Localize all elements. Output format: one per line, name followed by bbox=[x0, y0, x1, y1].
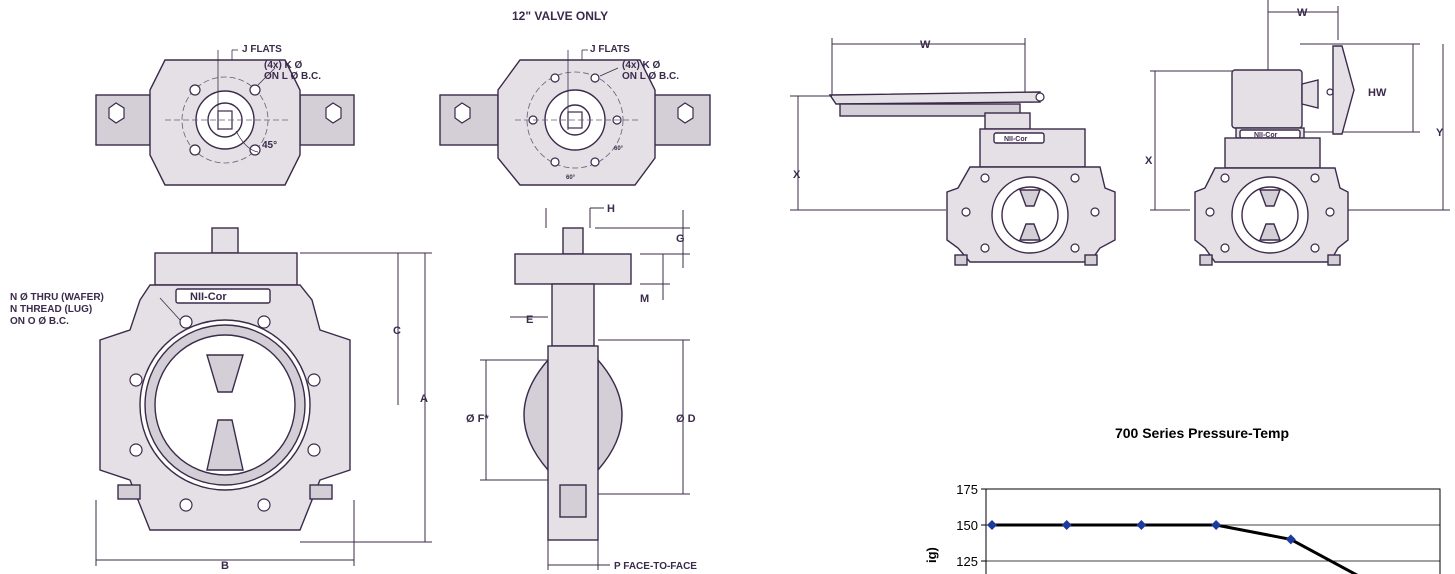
label-k-line2-left: ON L Ø B.C. bbox=[264, 71, 321, 82]
chart-tick-label: 125 bbox=[956, 554, 978, 569]
label-angle-60b: 60° bbox=[566, 175, 576, 181]
chart-y-ticks: 175 150 125 bbox=[956, 482, 986, 569]
brand-label-gear: NII-Cor bbox=[1254, 132, 1278, 139]
chart-y-axis-label: ig) bbox=[924, 547, 939, 563]
label-n-line1: N Ø THRU (WAFER) bbox=[10, 292, 104, 303]
header-12in-valve-only: 12" VALVE ONLY bbox=[512, 9, 608, 23]
dim-h: H bbox=[607, 203, 615, 215]
dim-g: G bbox=[676, 233, 685, 245]
label-n-line2: N THREAD (LUG) bbox=[10, 304, 92, 315]
chart-data-point bbox=[1061, 520, 1072, 530]
front-view: NII-Cor A B C N Ø THRU (WAFER) N THREAD … bbox=[10, 227, 432, 572]
label-k-line1-left: (4x) K Ø bbox=[264, 60, 303, 71]
chart-markers bbox=[987, 520, 1296, 545]
label-angle-60a: 60° bbox=[614, 146, 624, 152]
label-j-flats-left: J FLATS bbox=[242, 44, 282, 55]
top-view-12in: J FLATS (4x) K Ø ON L Ø B.C. 60° 60° bbox=[439, 44, 711, 186]
dim-x-lever: X bbox=[793, 169, 801, 181]
chart-plot-area bbox=[985, 488, 1441, 574]
chart-data-point bbox=[987, 520, 997, 530]
label-j-flats-right: J FLATS bbox=[590, 44, 630, 55]
dim-y: Y bbox=[1436, 127, 1444, 139]
chart-data-point bbox=[1136, 520, 1147, 530]
dim-hw: HW bbox=[1368, 87, 1387, 99]
dim-x-gear: X bbox=[1145, 155, 1153, 167]
dim-c: C bbox=[393, 325, 401, 337]
dim-w-gear: W bbox=[1297, 7, 1308, 19]
chart-data-point bbox=[1211, 520, 1222, 530]
gear-view: NII-Cor W HW X Y bbox=[1145, 0, 1450, 266]
label-angle-45: 45° bbox=[262, 140, 277, 151]
pressure-temp-chart: 700 Series Pressure-Temp 175 150 125 ig) bbox=[924, 425, 1441, 574]
dim-p-face-to-face: P FACE-TO-FACE bbox=[614, 561, 697, 572]
dim-f: Ø F* bbox=[466, 413, 489, 425]
dim-b: B bbox=[221, 560, 229, 572]
chart-series-line bbox=[992, 523, 1359, 574]
dim-e: E bbox=[526, 314, 533, 326]
top-view-standard: J FLATS (4x) K Ø ON L Ø B.C. 45° bbox=[95, 44, 355, 186]
label-k-line1-right: (4x) K Ø bbox=[622, 60, 661, 71]
label-k-line2-right: ON L Ø B.C. bbox=[622, 71, 679, 82]
dim-d: Ø D bbox=[676, 413, 696, 425]
dim-m: M bbox=[640, 293, 649, 305]
dim-w-lever: W bbox=[920, 39, 931, 51]
brand-label-lever: NII-Cor bbox=[1004, 136, 1028, 143]
lever-view: NII-Cor W X bbox=[790, 38, 1116, 266]
brand-label-front: NII-Cor bbox=[190, 291, 227, 303]
chart-tick-label: 150 bbox=[956, 518, 978, 533]
chart-data-point bbox=[1285, 534, 1296, 545]
side-view: H G M E Ø F* Ø D P FACE-TO-FACE bbox=[466, 203, 697, 572]
dim-a: A bbox=[420, 393, 428, 405]
label-n-line3: ON O Ø B.C. bbox=[10, 316, 69, 327]
chart-title: 700 Series Pressure-Temp bbox=[1115, 425, 1289, 441]
chart-tick-label: 175 bbox=[956, 482, 978, 497]
